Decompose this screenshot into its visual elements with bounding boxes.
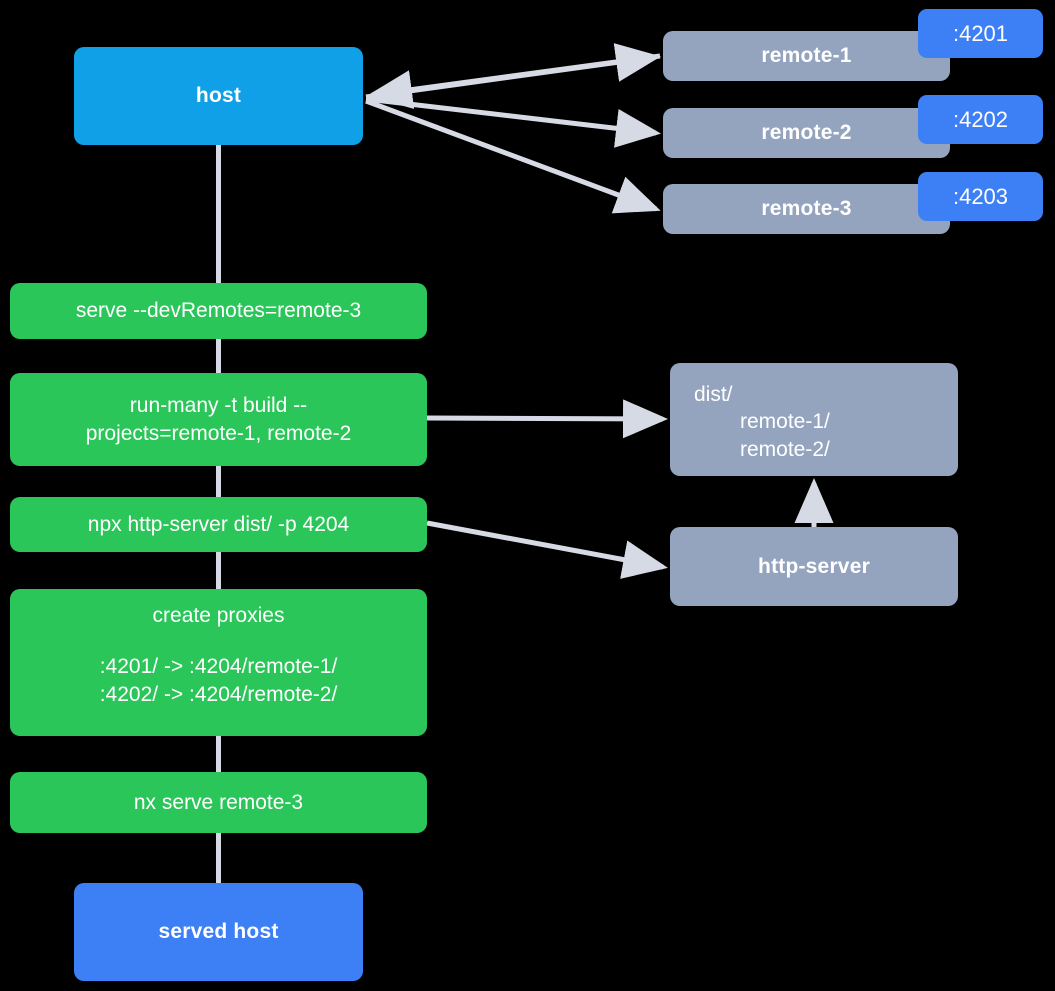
- command-create-proxies-rule-1: :4201/ -> :4204/remote-1/: [99, 655, 338, 679]
- node-remote-2[interactable]: remote-2: [663, 108, 950, 158]
- command-run-many-line-2: projects=remote-1, remote-2: [85, 421, 352, 445]
- node-dist-folder[interactable]: dist/ remote-1/ remote-2/: [670, 363, 958, 476]
- link-host-to-remote2: [365, 96, 661, 148]
- node-remote-2-label: remote-2: [761, 121, 852, 145]
- dist-root-label: dist/: [694, 383, 733, 406]
- node-remote-1[interactable]: remote-1: [663, 31, 950, 81]
- badge-remote-3-port: :4203: [918, 172, 1043, 221]
- command-run-many-line-1: run-many -t build --: [129, 394, 308, 418]
- node-command-create-proxies[interactable]: create proxies :4201/ -> :4204/remote-1/…: [10, 589, 427, 736]
- node-remote-1-label: remote-1: [761, 44, 852, 68]
- command-nx-serve-remote-3-label: nx serve remote-3: [133, 790, 304, 814]
- badge-remote-2-port: :4202: [918, 95, 1043, 144]
- node-remote-3[interactable]: remote-3: [663, 184, 950, 234]
- link-host-to-remote3: [365, 98, 661, 214]
- node-served-host[interactable]: served host: [74, 883, 363, 981]
- node-served-host-label: served host: [158, 920, 279, 944]
- link-remote1-to-host: [367, 53, 661, 109]
- link-npx-to-httpserver: [426, 520, 668, 579]
- node-http-server[interactable]: http-server: [670, 527, 958, 606]
- dist-child-remote-1-label: remote-1/: [740, 410, 830, 434]
- command-create-proxies-title: create proxies: [152, 604, 285, 627]
- badge-remote-3-port-label: :4203: [952, 183, 1009, 209]
- command-create-proxies-rule-2: :4202/ -> :4204/remote-2/: [99, 682, 338, 706]
- node-command-npx-http-server[interactable]: npx http-server dist/ -p 4204: [10, 497, 427, 552]
- node-host-label: host: [195, 84, 242, 108]
- node-command-serve-devremotes[interactable]: serve --devRemotes=remote-3: [10, 283, 427, 339]
- node-command-nx-serve-remote-3[interactable]: nx serve remote-3: [10, 772, 427, 833]
- badge-remote-2-port-label: :4202: [952, 106, 1009, 132]
- node-remote-3-label: remote-3: [761, 197, 852, 221]
- dist-child-remote-2-label: remote-2/: [740, 437, 830, 461]
- link-host-to-remote1: [365, 43, 661, 100]
- link-runmany-to-dist: [426, 399, 668, 439]
- node-http-server-label: http-server: [758, 554, 870, 578]
- badge-remote-1-port: :4201: [918, 9, 1043, 58]
- command-npx-http-server-label: npx http-server dist/ -p 4204: [87, 512, 350, 536]
- badge-remote-1-port-label: :4201: [952, 20, 1009, 46]
- command-serve-devremotes-label: serve --devRemotes=remote-3: [75, 299, 362, 323]
- node-command-run-many[interactable]: run-many -t build -- projects=remote-1, …: [10, 373, 427, 466]
- node-host[interactable]: host: [74, 47, 363, 145]
